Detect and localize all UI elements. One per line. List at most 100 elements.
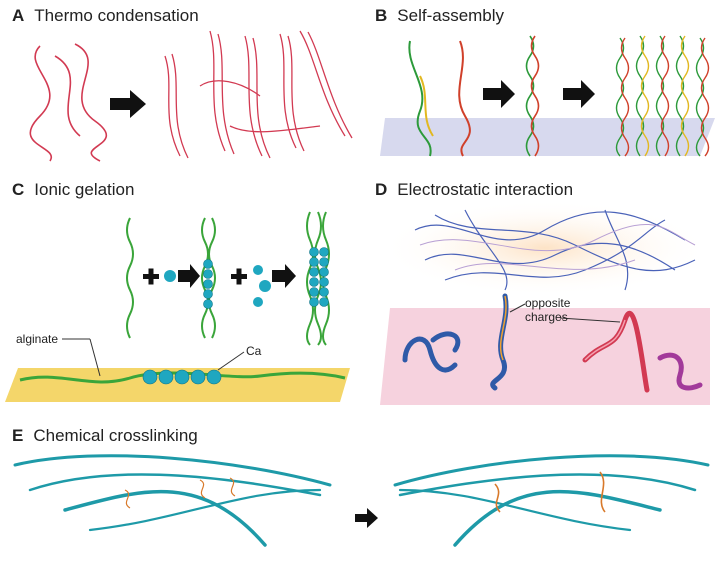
panel-e-graphic bbox=[13, 454, 710, 547]
calcium-bead bbox=[203, 289, 213, 299]
thermo-bundle-2 bbox=[171, 53, 189, 159]
calcium-bead bbox=[203, 259, 213, 269]
crosslink-bond bbox=[494, 483, 501, 513]
calcium-bead bbox=[319, 287, 329, 297]
crosslink-chain-left-4 bbox=[88, 488, 322, 532]
calcium-bead bbox=[203, 269, 213, 279]
crosslink-bond-dangling bbox=[199, 479, 206, 499]
network-chain bbox=[464, 209, 508, 291]
calcium-bead bbox=[309, 287, 319, 297]
anionic-chain bbox=[402, 336, 458, 373]
sa-fiber-4b bbox=[680, 35, 690, 157]
arrow-icon bbox=[483, 80, 515, 108]
sa-fiber-3 bbox=[655, 35, 665, 157]
calcium-bead bbox=[142, 369, 158, 385]
anionic-chain bbox=[430, 331, 461, 353]
panel-a-letter: A bbox=[12, 6, 25, 25]
crosslink-chain-right-1 bbox=[393, 454, 710, 487]
crosslink-bond-dangling bbox=[124, 489, 131, 509]
calcium-bead bbox=[206, 369, 222, 385]
alginate-leader-line-2 bbox=[89, 338, 101, 377]
panel-e-title-text: Chemical crosslinking bbox=[33, 426, 198, 445]
panel-a-title-text: Thermo condensation bbox=[34, 6, 199, 25]
sa-strand-3 bbox=[419, 75, 434, 137]
sa-fiber-5b bbox=[700, 37, 710, 157]
calcium-bead bbox=[319, 297, 329, 307]
alginate-chain-2 bbox=[201, 217, 209, 339]
calcium-ion bbox=[253, 297, 263, 307]
calcium-bead bbox=[309, 297, 319, 307]
thermo-bundle-9 bbox=[299, 30, 346, 137]
plus-icon bbox=[231, 268, 247, 285]
thermo-bundle-8 bbox=[287, 35, 305, 152]
panel-a-title: A Thermo condensation bbox=[12, 6, 199, 26]
sa-fiber-4 bbox=[675, 35, 685, 157]
panel-c-title-text: Ionic gelation bbox=[34, 180, 135, 199]
calcium-bead bbox=[309, 247, 319, 257]
calcium-bead bbox=[319, 257, 329, 267]
calcium-bead bbox=[190, 369, 206, 385]
network-chain bbox=[414, 211, 686, 241]
cationic-chain-edge bbox=[584, 319, 626, 361]
panel-d-title-text: Electrostatic interaction bbox=[397, 180, 574, 199]
calcium-bead bbox=[319, 277, 329, 287]
network-chain bbox=[419, 224, 696, 252]
thermo-strand-single-2 bbox=[74, 43, 108, 162]
panel-c-graphic bbox=[5, 211, 350, 402]
calcium-bead bbox=[309, 277, 319, 287]
alginate-chain-4 bbox=[306, 211, 314, 346]
electro-slab bbox=[380, 308, 710, 405]
calcium-ion bbox=[259, 280, 271, 292]
thermo-bundle-10 bbox=[307, 31, 353, 139]
sa-fiber-5 bbox=[695, 37, 705, 157]
panel-c-title: C Ionic gelation bbox=[12, 180, 134, 200]
calcium-bead bbox=[319, 247, 329, 257]
sa-fiber-2b bbox=[640, 35, 650, 157]
panel-e-letter: E bbox=[12, 426, 24, 445]
ca-leader-line bbox=[217, 351, 245, 371]
arrow-icon bbox=[178, 264, 200, 288]
sa-strand-1 bbox=[408, 40, 432, 157]
panel-d-letter: D bbox=[375, 180, 388, 199]
calcium-bead bbox=[203, 279, 213, 289]
crosslink-bond bbox=[599, 471, 606, 513]
charges-label: charges bbox=[525, 310, 568, 324]
thermo-bundle-6 bbox=[252, 37, 271, 159]
sa-helix-b bbox=[530, 35, 540, 157]
calcium-bead bbox=[174, 369, 190, 385]
plus-icon bbox=[143, 268, 159, 285]
crosslink-chain-right-4 bbox=[398, 488, 632, 532]
arrow-icon bbox=[110, 90, 146, 118]
panel-b-title-text: Self-assembly bbox=[397, 6, 505, 25]
calcium-bead bbox=[309, 267, 319, 277]
thermo-bundle-4 bbox=[217, 33, 235, 155]
crosslink-bond-dangling bbox=[229, 477, 236, 497]
calcium-ion bbox=[253, 265, 263, 275]
panel-b-graphic bbox=[380, 35, 715, 157]
crosslink-chain-right-2 bbox=[398, 473, 697, 497]
calcium-label: Ca bbox=[246, 344, 262, 358]
calcium-ion bbox=[164, 270, 176, 282]
sa-fiber-1b bbox=[620, 37, 630, 157]
panel-d-title: D Electrostatic interaction bbox=[375, 180, 573, 200]
panel-d-graphic bbox=[380, 200, 710, 405]
panel-e-title: E Chemical crosslinking bbox=[12, 426, 198, 446]
crosslink-chain-left-3 bbox=[63, 489, 267, 547]
self-assembly-surface bbox=[380, 118, 715, 156]
alginate-chain-1 bbox=[126, 217, 134, 339]
sa-fiber-3b bbox=[660, 35, 670, 157]
thermo-bundle-3 bbox=[209, 30, 226, 152]
network-chain bbox=[444, 219, 666, 281]
network-chain bbox=[434, 214, 696, 272]
sa-fiber-1 bbox=[615, 37, 625, 157]
alginate-chain-3 bbox=[208, 217, 216, 339]
opposite-label: opposite bbox=[525, 296, 571, 310]
panel-c-letter: C bbox=[12, 180, 25, 199]
opposite-leader-line bbox=[509, 303, 526, 313]
crosslink-chain-right-3 bbox=[453, 489, 662, 547]
thermo-loop-1 bbox=[199, 80, 261, 97]
anionic-chain-edge bbox=[499, 295, 507, 361]
sa-fiber-2 bbox=[635, 35, 645, 157]
network-chain bbox=[604, 209, 629, 291]
